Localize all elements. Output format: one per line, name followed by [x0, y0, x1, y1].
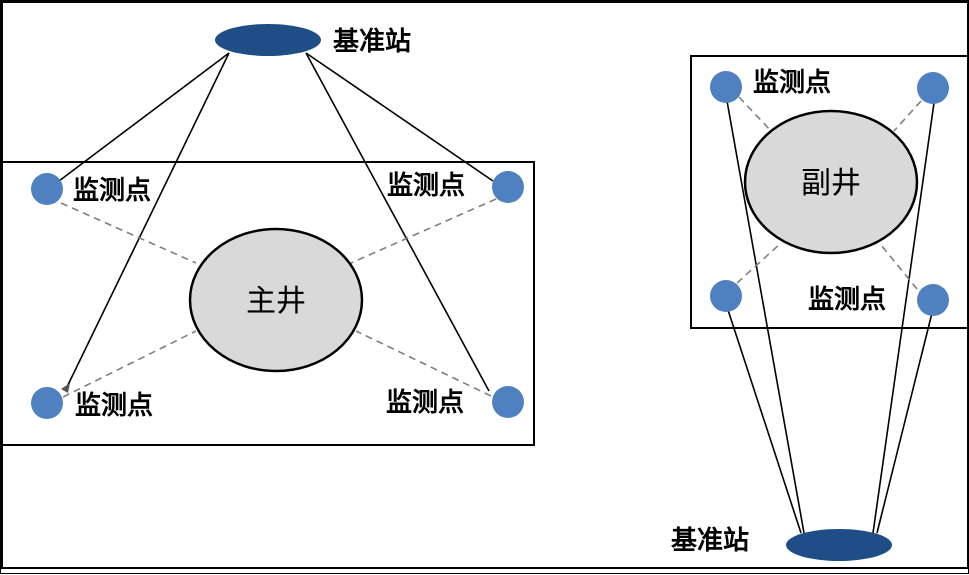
left-baseline-links [58, 52, 494, 392]
monitor-label: 监测点 [753, 67, 831, 98]
dashed-line [350, 198, 497, 264]
link-line [726, 100, 805, 534]
monitor-point [917, 284, 949, 316]
main-shaft-region [1, 161, 535, 446]
monitor-point [710, 280, 742, 312]
monitor-point [710, 71, 742, 103]
base-station-label: 基准站 [333, 27, 411, 57]
dashed-line [62, 330, 197, 398]
monitor-point [492, 171, 524, 203]
monitor-label: 监测点 [386, 387, 464, 418]
monitor-label: 监测点 [75, 390, 153, 421]
monitor-point [917, 72, 949, 104]
left-dashed-links [60, 198, 497, 398]
link-line [876, 312, 933, 534]
link-line [65, 52, 230, 390]
base-station-marker [215, 24, 321, 56]
main-shaft [188, 227, 364, 373]
dashed-line [880, 244, 918, 290]
right-baseline-links [726, 100, 935, 534]
link-line [305, 52, 490, 392]
monitor-point [31, 387, 63, 419]
monitor-point [492, 386, 524, 418]
dashed-line [893, 100, 922, 132]
dashed-line [738, 96, 772, 132]
aux-shaft [743, 109, 919, 255]
aux-shaft-region [690, 55, 969, 329]
monitor-point [31, 173, 63, 205]
dashed-line [736, 242, 782, 284]
monitor-label: 监测点 [73, 175, 151, 206]
monitor-label: 监测点 [387, 170, 465, 201]
link-line [872, 102, 935, 534]
right-dashed-links [736, 96, 922, 290]
link-line [305, 52, 494, 182]
base-station-label: 基准站 [671, 526, 749, 556]
dashed-line [60, 202, 197, 264]
monitor-label: 监测点 [808, 284, 886, 315]
main-shaft-label: 主井 [246, 284, 306, 319]
link-line [727, 309, 802, 534]
arrow-head [61, 383, 70, 393]
link-line [58, 52, 230, 182]
dashed-line [355, 330, 492, 397]
base-station-marker [786, 529, 892, 561]
aux-shaft-label: 副井 [801, 166, 861, 201]
